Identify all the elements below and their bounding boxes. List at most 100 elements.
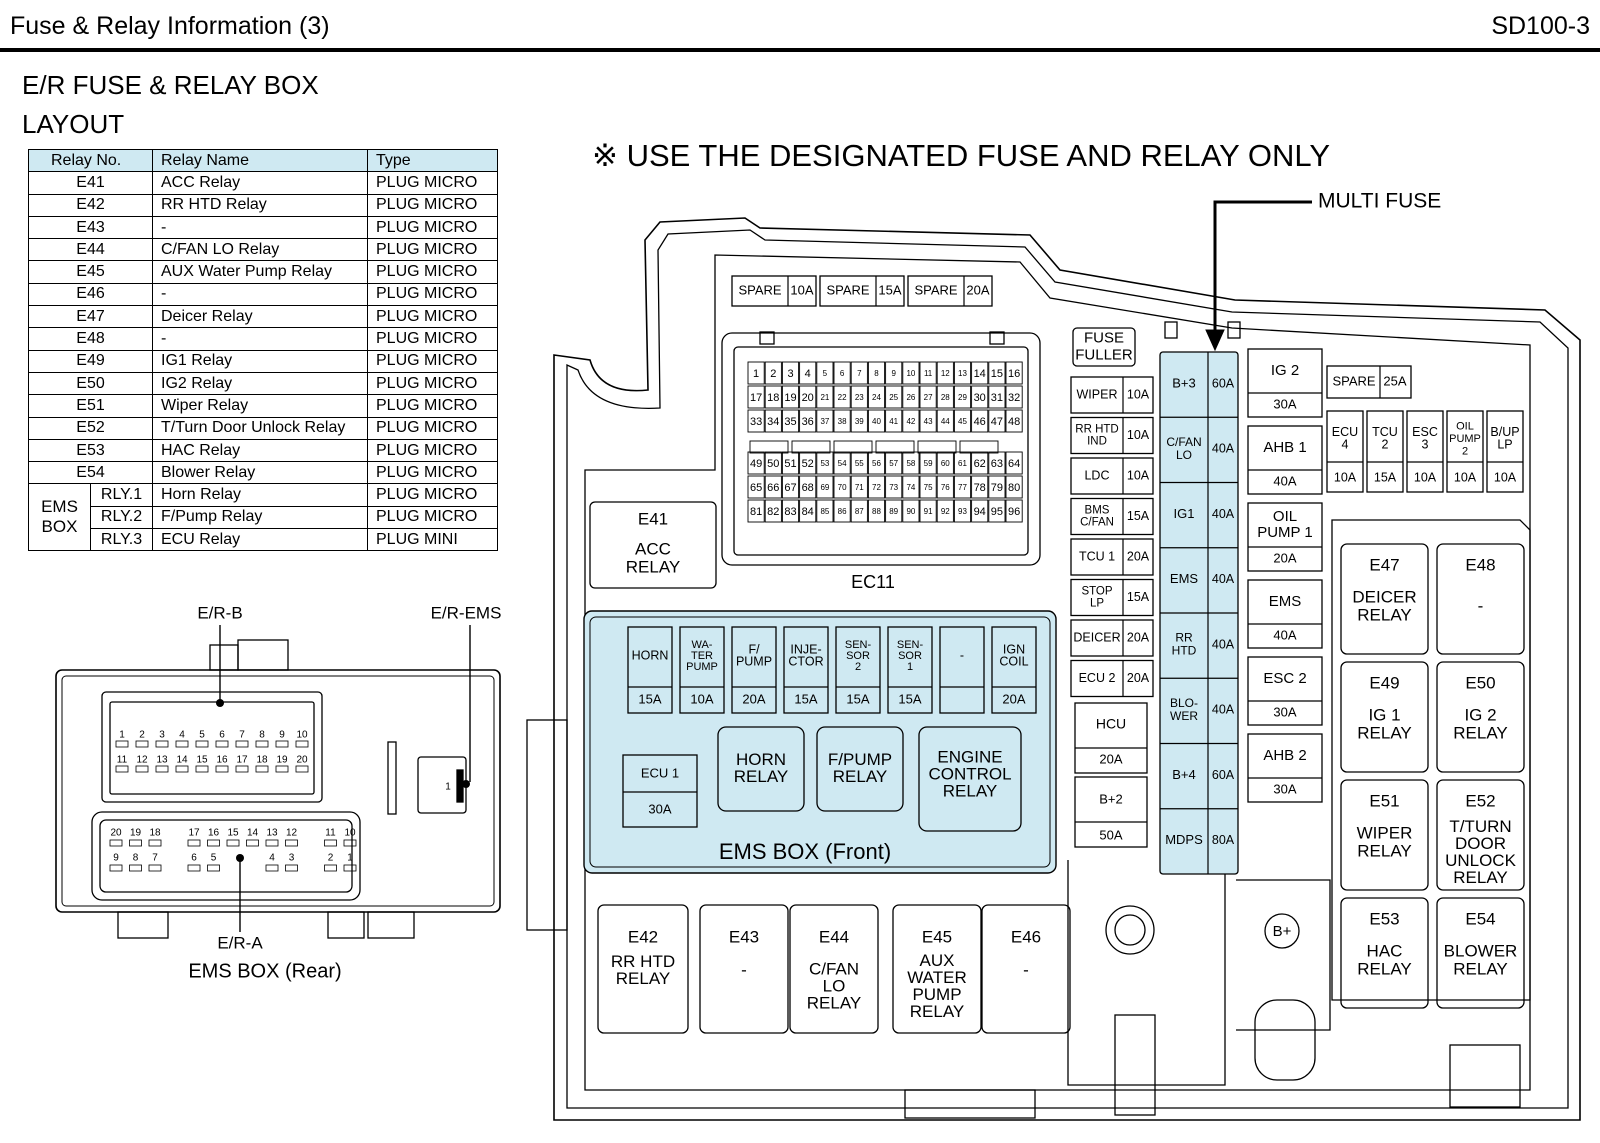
ec11-pin xyxy=(988,361,1006,385)
fuse-name: CTOR xyxy=(788,654,823,668)
ec11-pin-label: 53 xyxy=(820,459,829,468)
fuse-name: AHB 2 xyxy=(1263,747,1306,764)
ec11-pin-label: 2 xyxy=(770,368,776,380)
fuse-name: TCU xyxy=(1372,425,1398,439)
fuse-name: - xyxy=(960,648,964,662)
ec11-pin-label: 26 xyxy=(906,393,915,402)
rear-pin-label: 14 xyxy=(176,755,188,766)
rear-pin-label: 20 xyxy=(110,828,122,839)
ec11-key-slot xyxy=(959,440,999,454)
relay-name-cell: ECU Relay xyxy=(152,528,368,552)
fuse-amp: 80A xyxy=(1212,833,1235,847)
rear-pin-label: 18 xyxy=(149,828,161,839)
b-plus-frame xyxy=(1236,879,1331,1031)
ec11-pin xyxy=(902,385,920,409)
ec11-pin xyxy=(781,499,800,523)
rear-pin-label: 11 xyxy=(325,828,336,839)
fuse-name: TCU 1 xyxy=(1079,549,1115,563)
ec11-pin-label: 22 xyxy=(838,393,847,402)
rear-pin-label: 12 xyxy=(136,755,148,766)
ec11-pin-label: 21 xyxy=(820,393,829,402)
fuse-amp: 30A xyxy=(1273,396,1296,411)
ec11-pin-label: 59 xyxy=(924,459,933,468)
rear-pin xyxy=(109,864,123,872)
fuse-fuller-label: FULLER xyxy=(1075,346,1133,363)
rear-pin-label: 19 xyxy=(130,828,142,839)
rear-pin-label: 3 xyxy=(289,853,295,864)
fuse-amp: 20A xyxy=(1099,751,1122,766)
fuse-amp: 30A xyxy=(1273,704,1296,719)
ec11-pin xyxy=(971,361,989,385)
ec11-pin-label: 71 xyxy=(855,483,864,492)
fuse-hcu xyxy=(1074,702,1148,774)
relay-id: E50 xyxy=(1465,673,1495,692)
relay xyxy=(597,904,689,1034)
rear-pin xyxy=(235,740,249,748)
housing-side-clip xyxy=(526,719,568,931)
fuse-name: 2 xyxy=(1382,438,1389,452)
rear-slot xyxy=(387,741,397,815)
ec11-pin xyxy=(919,409,937,433)
relay-name: T/TURN xyxy=(1449,817,1511,836)
fuse-amp: 20A xyxy=(742,691,765,706)
ec11-pin-label: 42 xyxy=(906,417,915,426)
fuse-name: PUMP 1 xyxy=(1257,524,1313,541)
fuse-name: COIL xyxy=(999,654,1028,668)
rear-pin xyxy=(155,765,169,773)
rear-pin-label: 11 xyxy=(117,755,128,766)
ec11-pin-label: 78 xyxy=(974,482,986,494)
ec11-pin xyxy=(850,361,868,385)
fuse-name: DEICER xyxy=(1073,630,1120,644)
ems-front-caption: EMS BOX (Front) xyxy=(719,839,891,864)
ec11-pin xyxy=(799,451,817,475)
ec11-pin-label: 90 xyxy=(906,507,915,516)
rear-pin-label: 1 xyxy=(347,853,353,864)
ec11-pin-label: 19 xyxy=(784,392,796,404)
fuse-fuller-label: FUSE xyxy=(1084,329,1124,346)
fuse-name: WA- xyxy=(692,639,713,651)
fuse-name: TER xyxy=(691,650,713,662)
ems-relay-name: F/PUMP xyxy=(828,750,892,769)
block-clip xyxy=(1164,321,1178,339)
relay-name: UNLOCK xyxy=(1445,851,1517,870)
fuse-amp: 15A xyxy=(1127,509,1150,523)
ec11-pin-label: 47 xyxy=(991,416,1003,428)
relay-id: E44 xyxy=(819,927,849,946)
relay-id: E41 xyxy=(638,509,668,528)
relay-id: E43 xyxy=(729,927,759,946)
rear-pin-label: 8 xyxy=(259,730,265,741)
rear-top-tab xyxy=(237,639,289,671)
fuse xyxy=(1070,497,1154,536)
relay xyxy=(1436,661,1525,773)
ec11-pin xyxy=(816,499,834,523)
ec11-pin-label: 10 xyxy=(906,369,915,378)
ec11-pin xyxy=(1005,475,1023,499)
fuse-name: OIL xyxy=(1456,420,1474,432)
rear-pin xyxy=(226,839,240,847)
relay xyxy=(789,904,879,1034)
relay-name: PUMP xyxy=(912,985,961,1004)
rear-pin xyxy=(207,839,220,847)
spare-fuse-amp: 25A xyxy=(1383,373,1406,388)
fuse xyxy=(679,626,725,714)
rear-pin-label: 16 xyxy=(216,755,228,766)
ec11-pin-label: 17 xyxy=(750,392,762,404)
relay-type-cell: PLUG MICRO xyxy=(367,416,498,440)
ec11-pin xyxy=(919,451,937,475)
fuse xyxy=(1366,410,1404,493)
fuse-name: PUMP xyxy=(686,661,718,673)
rear-pin-label: 17 xyxy=(188,828,200,839)
ems-rear-body xyxy=(55,669,501,913)
spare-fuse-label: SPARE xyxy=(914,282,957,297)
ec11-pin-label: 38 xyxy=(838,417,847,426)
ec11-pin-label: 51 xyxy=(784,458,796,470)
page-code: SD100-3 xyxy=(1491,12,1590,40)
fuse-fuller xyxy=(1072,327,1136,367)
ec11-pin xyxy=(799,499,817,523)
rear-pin xyxy=(275,765,289,773)
fuse-name: ESC 2 xyxy=(1263,670,1306,687)
